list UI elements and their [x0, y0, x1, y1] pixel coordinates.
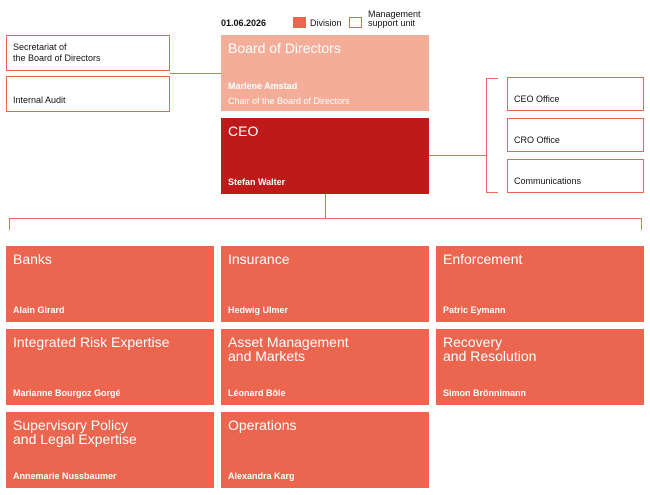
legend-division-label: Division — [310, 18, 342, 28]
division-head: Alain Girard — [13, 305, 65, 315]
division-title: Integrated Risk Expertise — [13, 334, 170, 350]
board-unit-internal-audit: Internal Audit — [6, 76, 170, 112]
ceo-title: CEO — [228, 123, 259, 139]
division-title: Banks — [13, 251, 52, 267]
division-head: Hedwig Ulmer — [228, 305, 289, 315]
division-operations: Operations Alexandra Karg — [221, 412, 429, 488]
ceo-unit-label: Communications — [514, 176, 582, 186]
legend-support-label: Management support unit — [368, 9, 421, 28]
division-title: Asset Management and Markets — [228, 334, 349, 364]
division-integrated-risk-expertise: Integrated Risk Expertise Marianne Bourg… — [6, 329, 214, 405]
division-head: Marianne Bourgoz Gorgé — [13, 388, 121, 398]
division-supervisory-policy-and-legal-expertise: Supervisory Policy and Legal Expertise A… — [6, 412, 214, 488]
board-unit-secretariat: Secretariat of the Board of Directors — [6, 35, 170, 71]
ceo-unit-ceo-office: CEO Office — [507, 77, 644, 111]
division-title: Insurance — [228, 251, 290, 267]
ceo-box: CEO Stefan Walter — [221, 118, 429, 194]
board-chair-name: Marlene Amstad — [228, 81, 298, 91]
division-title: Operations — [228, 417, 297, 433]
division-banks: Banks Alain Girard — [6, 246, 214, 322]
legend-division-swatch — [293, 17, 306, 28]
division-head: Simon Brönnimann — [443, 388, 526, 398]
division-head: Annemarie Nussbaumer — [13, 471, 117, 481]
division-title: Recovery and Resolution — [443, 334, 537, 364]
legend-support-swatch — [349, 17, 362, 28]
ceo-unit-label: CEO Office — [514, 94, 560, 104]
division-head: Alexandra Karg — [228, 471, 295, 481]
division-recovery-and-resolution: Recovery and Resolution Simon Brönnimann — [436, 329, 644, 405]
division-asset-management-and-markets: Asset Management and Markets Léonard Bôl… — [221, 329, 429, 405]
ceo-name: Stefan Walter — [228, 177, 286, 187]
ceo-unit-communications: Communications — [507, 159, 644, 193]
board-chair-role: Chair of the Board of Directors — [228, 96, 350, 106]
division-title: Supervisory Policy and Legal Expertise — [13, 417, 137, 447]
board-unit-label: Secretariat of the Board of Directors — [13, 42, 101, 63]
org-chart-date: 01.06.2026 — [221, 18, 267, 28]
board-of-directors-box: Board of Directors Marlene Amstad Chair … — [221, 35, 429, 111]
ceo-unit-label: CRO Office — [514, 135, 560, 145]
division-head: Patric Eymann — [443, 305, 506, 315]
division-title: Enforcement — [443, 251, 523, 267]
division-head: Léonard Bôle — [228, 388, 286, 398]
division-enforcement: Enforcement Patric Eymann — [436, 246, 644, 322]
ceo-unit-cro-office: CRO Office — [507, 118, 644, 152]
board-unit-label: Internal Audit — [13, 95, 66, 105]
division-insurance: Insurance Hedwig Ulmer — [221, 246, 429, 322]
board-title: Board of Directors — [228, 40, 341, 56]
